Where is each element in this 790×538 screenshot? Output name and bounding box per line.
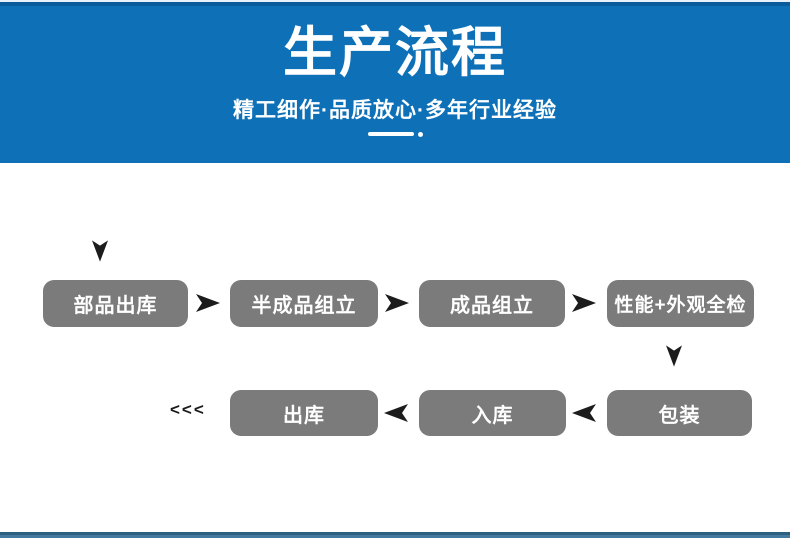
flow-step-parts-outbound: 部品出库 — [43, 280, 188, 327]
arrow-left-icon — [384, 404, 408, 422]
header-banner: 生产流程 精工细作·品质放心·多年行业经验 — [0, 0, 790, 163]
arrow-down-icon — [666, 343, 682, 369]
flow-step-warehouse-outbound: 出库 — [230, 390, 378, 436]
title-divider — [0, 130, 790, 138]
arrow-right-icon — [196, 294, 220, 312]
bottom-edge-light-line — [0, 535, 790, 538]
flow-step-finished-assembly: 成品组立 — [419, 280, 565, 327]
flow-step-warehouse-inbound: 入库 — [419, 390, 566, 436]
flow-continuation-marker: <<< — [170, 400, 206, 419]
flow-step-packaging: 包装 — [607, 390, 752, 436]
arrow-left-icon — [572, 404, 596, 422]
flow-step-semi-finished-assembly: 半成品组立 — [230, 280, 378, 327]
arrow-down-icon — [92, 238, 108, 264]
arrow-right-icon — [572, 294, 596, 312]
divider-dot — [417, 131, 423, 137]
page-subtitle: 精工细作·品质放心·多年行业经验 — [233, 99, 557, 122]
arrow-right-icon — [385, 294, 409, 312]
flow-step-full-inspection: 性能+外观全检 — [607, 280, 754, 327]
bottom-section-edge — [0, 532, 790, 538]
page-title: 生产流程 — [283, 23, 507, 83]
divider-line — [367, 132, 414, 136]
bottom-edge-dark-line — [0, 532, 790, 535]
banner-top-strip — [0, 2, 790, 6]
banner-top-highlight-line — [0, 0, 790, 2]
